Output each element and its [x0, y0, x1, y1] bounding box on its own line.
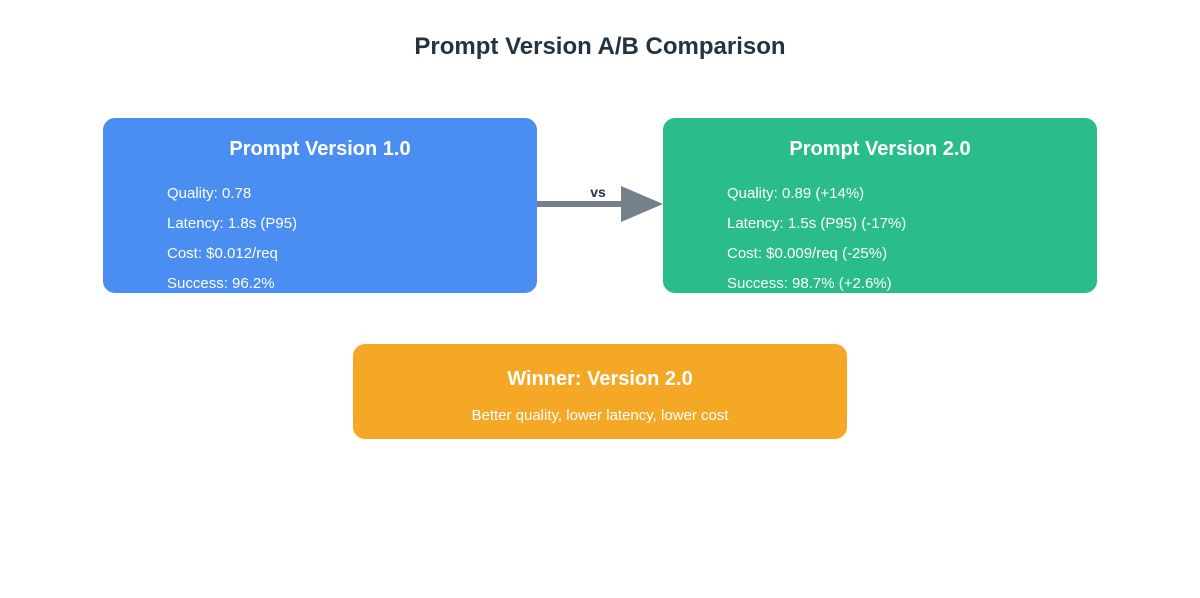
version-a-metric-success: Success: 96.2%	[167, 275, 275, 292]
version-a-card: Prompt Version 1.0 Quality: 0.78 Latency…	[103, 118, 537, 293]
version-b-metric-cost: Cost: $0.009/req (-25%)	[727, 245, 888, 262]
version-a-metrics: Quality: 0.78 Latency: 1.8s (P95) Cost: …	[167, 179, 537, 293]
version-b-metric-success: Success: 98.7% (+2.6%)	[727, 275, 892, 292]
version-b-card: Prompt Version 2.0 Quality: 0.89 (+14%) …	[663, 118, 1097, 293]
arrow-right-icon	[621, 186, 663, 222]
version-b-metric-quality: Quality: 0.89 (+14%)	[727, 185, 865, 202]
arrow-shaft	[537, 201, 625, 207]
vs-label: vs	[590, 184, 606, 200]
winner-subtitle: Better quality, lower latency, lower cos…	[471, 407, 729, 424]
winner-title: Winner: Version 2.0	[507, 368, 693, 390]
version-b-card-title: Prompt Version 2.0	[789, 138, 971, 160]
version-b-metrics: Quality: 0.89 (+14%) Latency: 1.5s (P95)…	[727, 179, 1097, 293]
version-b-metric-latency: Latency: 1.5s (P95) (-17%)	[727, 215, 907, 232]
vs-arrow	[537, 186, 663, 223]
version-a-metric-cost: Cost: $0.012/req	[167, 245, 278, 262]
version-a-metric-latency: Latency: 1.8s (P95)	[167, 215, 298, 232]
winner-card: Winner: Version 2.0 Better quality, lowe…	[353, 344, 847, 439]
page-title: Prompt Version A/B Comparison	[414, 33, 786, 60]
version-a-metric-quality: Quality: 0.78	[167, 185, 252, 202]
version-a-card-title: Prompt Version 1.0	[229, 138, 411, 160]
